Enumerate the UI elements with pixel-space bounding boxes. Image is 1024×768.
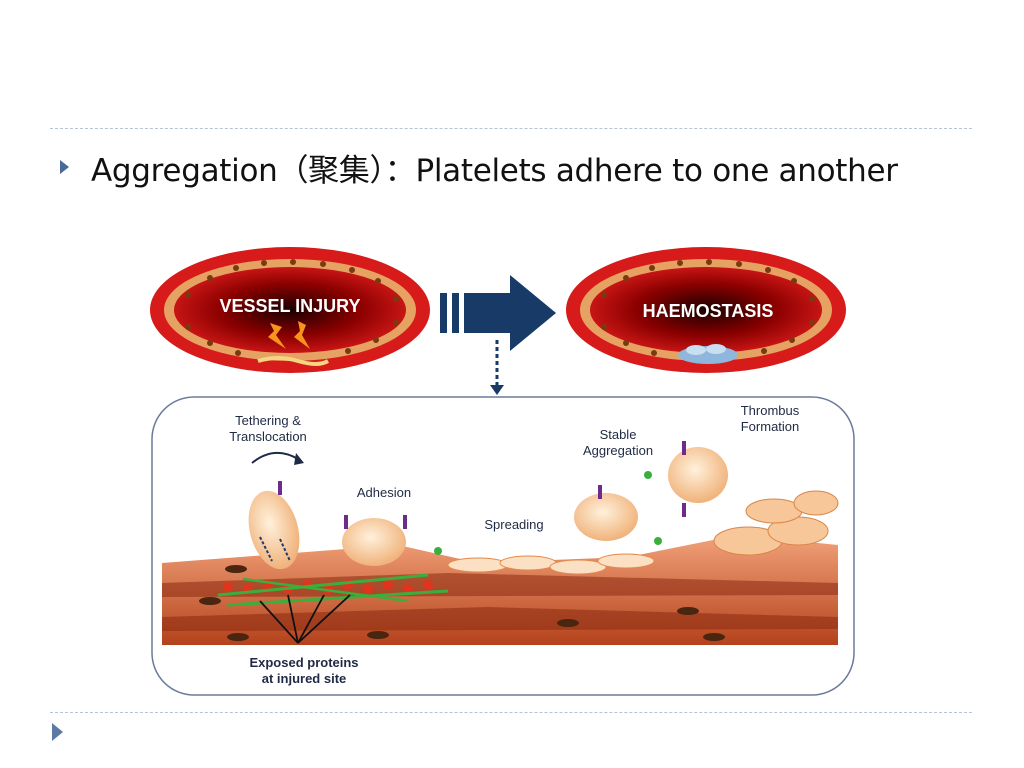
- platelets: [248, 441, 728, 570]
- label-stable-line2: Aggregation: [583, 443, 653, 458]
- vessel-injury-diagram: VESSEL INJURY: [150, 247, 430, 373]
- haemostasis-figure: VESSEL INJURY HAEMOSTASIS: [150, 247, 855, 696]
- label-thrombus-line2: Formation: [741, 419, 800, 434]
- figure-labels: Tethering & Translocation Adhesion Sprea…: [229, 403, 800, 686]
- progression-arrow: [440, 275, 556, 395]
- haemostasis-title: HAEMOSTASIS: [643, 301, 774, 321]
- vessel-wall-tissue: [162, 490, 839, 645]
- bullet-arrow-icon: [60, 160, 69, 174]
- label-tethering-line2: Translocation: [229, 429, 307, 444]
- label-thrombus-line1: Thrombus: [741, 403, 800, 418]
- top-divider: [50, 128, 972, 129]
- label-adhesion: Adhesion: [357, 485, 411, 500]
- next-slide-icon[interactable]: [52, 723, 63, 741]
- label-exposed-line2: at injured site: [262, 671, 347, 686]
- vessel-injury-title: VESSEL INJURY: [219, 296, 360, 316]
- bottom-divider: [50, 712, 972, 713]
- label-exposed-line1: Exposed proteins: [249, 655, 358, 670]
- bullet-item: Aggregation（聚集）：Platelets adhere to one …: [60, 145, 898, 189]
- label-tethering-line1: Tethering &: [235, 413, 301, 428]
- label-stable-line1: Stable: [600, 427, 637, 442]
- bullet-text: Aggregation（聚集）：Platelets adhere to one …: [91, 152, 898, 189]
- haemostasis-diagram: HAEMOSTASIS: [566, 247, 846, 373]
- label-spreading: Spreading: [484, 517, 543, 532]
